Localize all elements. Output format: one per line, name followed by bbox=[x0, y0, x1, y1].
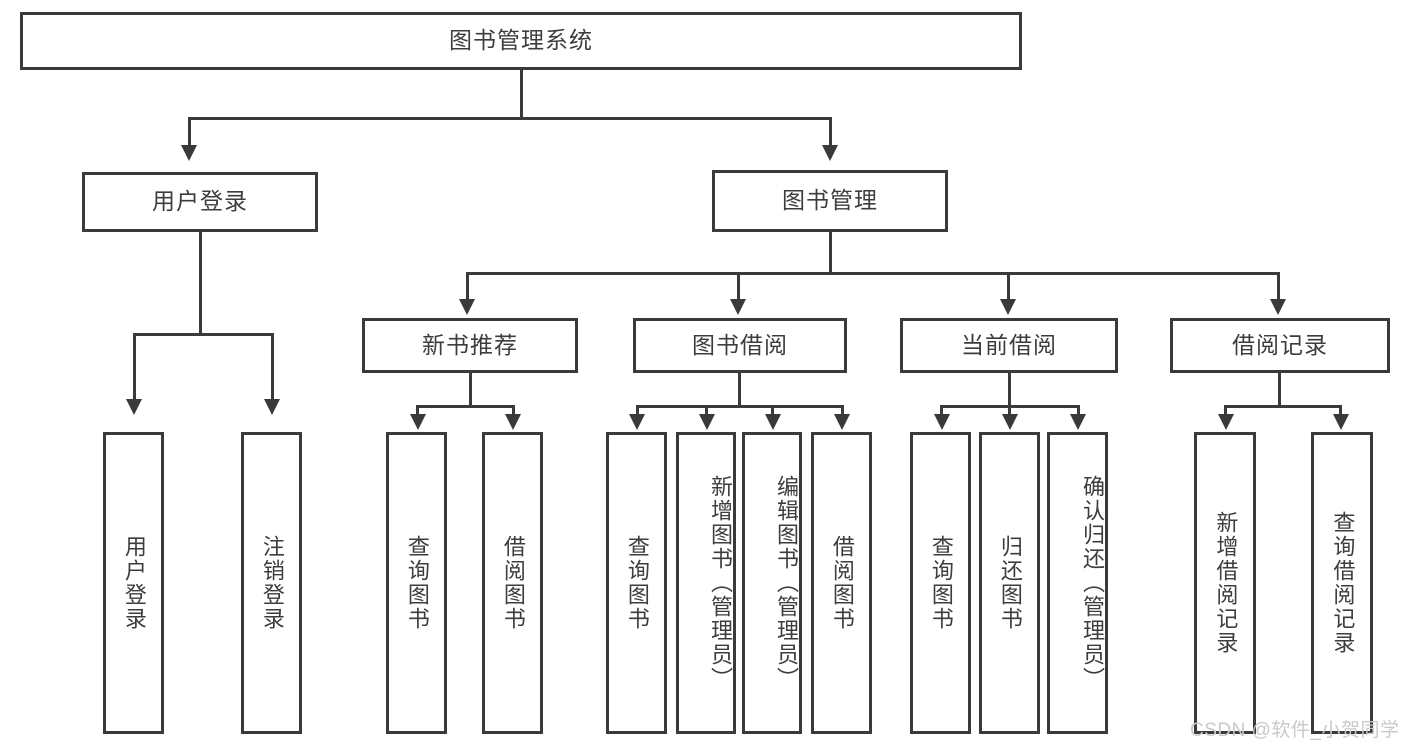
edge-bb-drop-2 bbox=[705, 405, 708, 417]
edge-bb-drop-3 bbox=[771, 405, 774, 417]
edge-book-manage-stem bbox=[829, 232, 832, 274]
edge-nbr-drop-2 bbox=[512, 405, 515, 417]
edge-root-to-user-login bbox=[188, 117, 191, 147]
arrow-bb-leaf-4 bbox=[834, 414, 850, 430]
node-label: 当前借阅 bbox=[961, 331, 1057, 358]
node-label: 图书管理系统 bbox=[449, 27, 593, 54]
node-label: 新书推荐 bbox=[422, 331, 518, 358]
edge-bb-drop-4 bbox=[841, 405, 844, 417]
edge-user-login-stem bbox=[199, 232, 202, 335]
edge-root-stem bbox=[520, 70, 523, 119]
node-leaf-query-record[interactable]: 查询借阅记录 bbox=[1311, 432, 1373, 734]
node-label: 查询借阅记录 bbox=[1330, 511, 1356, 655]
edge-bb-drop-1 bbox=[636, 405, 639, 417]
node-root-system[interactable]: 图书管理系统 bbox=[20, 12, 1022, 70]
edge-br-stem bbox=[1278, 373, 1281, 407]
node-label: 图书借阅 bbox=[692, 331, 788, 358]
arrow-bb-leaf-3 bbox=[765, 414, 781, 430]
arrow-bm-to-new-book-rec bbox=[459, 299, 475, 315]
edge-bm-drop-4 bbox=[1277, 272, 1280, 301]
arrow-bb-leaf-1 bbox=[629, 414, 645, 430]
node-label: 借阅图书 bbox=[829, 535, 855, 631]
edge-bm-drop-1 bbox=[466, 272, 469, 301]
node-label: 编辑图书（管理员） bbox=[774, 475, 799, 691]
edge-nbr-stem bbox=[469, 373, 472, 407]
arrow-root-to-book-manage bbox=[822, 145, 838, 161]
arrow-br-leaf-2 bbox=[1333, 414, 1349, 430]
edge-bb-stem bbox=[738, 373, 741, 407]
edge-nbr-drop-1 bbox=[416, 405, 419, 417]
arrow-cb-leaf-1 bbox=[934, 414, 950, 430]
arrow-user-login-leaf-2 bbox=[264, 399, 280, 415]
node-label: 借阅记录 bbox=[1232, 331, 1328, 358]
edge-user-login-bus bbox=[133, 333, 274, 336]
edge-cb-drop-3 bbox=[1077, 405, 1080, 417]
node-leaf-borrow-book-1[interactable]: 借阅图书 bbox=[482, 432, 543, 734]
edge-cb-drop-2 bbox=[1008, 405, 1011, 417]
node-label: 确认归还（管理员） bbox=[1080, 475, 1105, 691]
edge-bm-drop-2 bbox=[737, 272, 740, 301]
edge-bb-bus bbox=[636, 405, 844, 408]
node-borrow-record[interactable]: 借阅记录 bbox=[1170, 318, 1390, 373]
arrow-bm-to-borrow-record bbox=[1270, 299, 1286, 315]
node-leaf-query-book-3[interactable]: 查询图书 bbox=[910, 432, 971, 734]
node-label: 新增借阅记录 bbox=[1213, 511, 1239, 655]
node-label: 借阅图书 bbox=[500, 535, 526, 631]
arrow-br-leaf-1 bbox=[1218, 414, 1234, 430]
arrow-root-to-user-login bbox=[181, 145, 197, 161]
csdn-watermark: CSDN @软件_小贺同学 bbox=[1190, 720, 1400, 741]
edge-bm-drop-3 bbox=[1007, 272, 1010, 301]
node-leaf-borrow-book-2[interactable]: 借阅图书 bbox=[811, 432, 872, 734]
node-leaf-add-book[interactable]: 新增图书（管理员） bbox=[676, 432, 736, 734]
edge-cb-stem bbox=[1008, 373, 1011, 407]
edge-root-to-book-manage bbox=[829, 117, 832, 147]
node-leaf-user-login[interactable]: 用户登录 bbox=[103, 432, 164, 734]
node-label: 查询图书 bbox=[404, 535, 430, 631]
node-label: 查询图书 bbox=[928, 535, 954, 631]
edge-book-manage-bus bbox=[466, 272, 1280, 275]
arrow-bm-to-current-borrow bbox=[1000, 299, 1016, 315]
node-leaf-add-record[interactable]: 新增借阅记录 bbox=[1194, 432, 1256, 734]
node-label: 图书管理 bbox=[782, 187, 878, 214]
node-label: 用户登录 bbox=[152, 188, 248, 215]
arrow-nbr-leaf-2 bbox=[505, 414, 521, 430]
node-current-borrow[interactable]: 当前借阅 bbox=[900, 318, 1118, 373]
edge-root-bus bbox=[188, 117, 832, 120]
node-label: 注销登录 bbox=[259, 535, 285, 631]
node-user-login[interactable]: 用户登录 bbox=[82, 172, 318, 232]
edge-user-login-drop-2 bbox=[271, 333, 274, 401]
edge-nbr-bus bbox=[416, 405, 515, 408]
arrow-cb-leaf-2 bbox=[1002, 414, 1018, 430]
node-label: 用户登录 bbox=[121, 535, 147, 631]
arrow-bb-leaf-2 bbox=[699, 414, 715, 430]
node-leaf-query-book-2[interactable]: 查询图书 bbox=[606, 432, 667, 734]
node-leaf-confirm-return[interactable]: 确认归还（管理员） bbox=[1047, 432, 1108, 734]
node-book-borrow[interactable]: 图书借阅 bbox=[633, 318, 847, 373]
node-leaf-return-book[interactable]: 归还图书 bbox=[979, 432, 1040, 734]
arrow-cb-leaf-3 bbox=[1070, 414, 1086, 430]
edge-br-drop-2 bbox=[1339, 405, 1342, 417]
node-book-manage[interactable]: 图书管理 bbox=[712, 170, 948, 232]
node-label: 归还图书 bbox=[997, 535, 1023, 631]
arrow-nbr-leaf-1 bbox=[410, 414, 426, 430]
arrow-user-login-leaf-1 bbox=[126, 399, 142, 415]
arrow-bm-to-book-borrow bbox=[730, 299, 746, 315]
edge-br-drop-1 bbox=[1224, 405, 1227, 417]
node-label: 查询图书 bbox=[624, 535, 650, 631]
edge-cb-drop-1 bbox=[940, 405, 943, 417]
edge-user-login-drop-1 bbox=[133, 333, 136, 401]
node-leaf-edit-book[interactable]: 编辑图书（管理员） bbox=[742, 432, 802, 734]
node-new-book-rec[interactable]: 新书推荐 bbox=[362, 318, 578, 373]
node-label: 新增图书（管理员） bbox=[708, 475, 733, 691]
node-leaf-user-logout[interactable]: 注销登录 bbox=[241, 432, 302, 734]
edge-br-bus bbox=[1224, 405, 1342, 408]
node-leaf-query-book-1[interactable]: 查询图书 bbox=[386, 432, 447, 734]
